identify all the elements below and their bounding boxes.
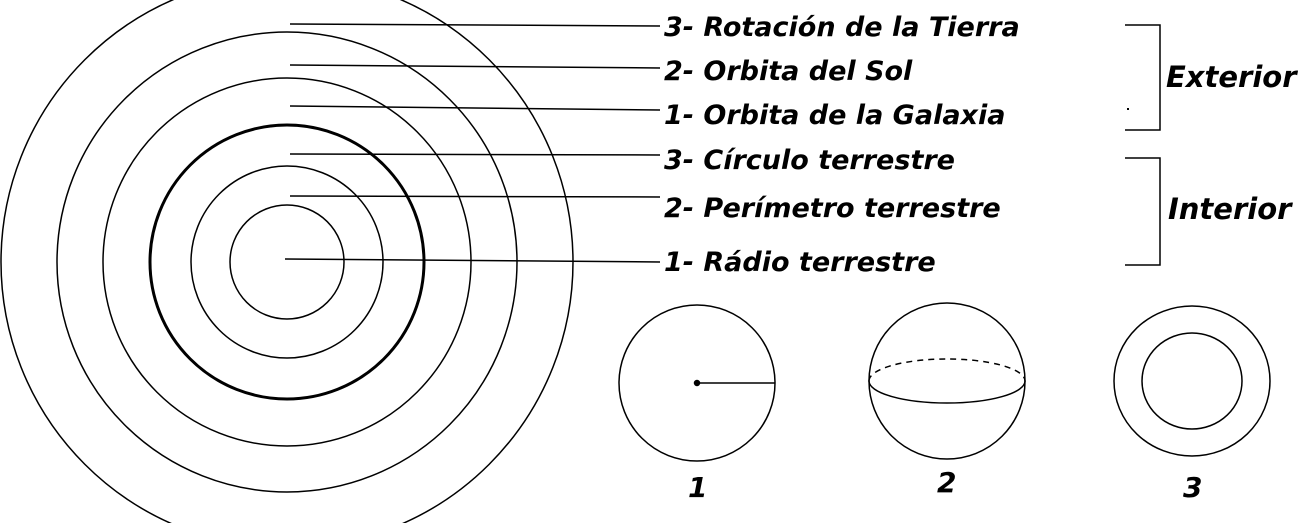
leader-line-circulo [289, 153, 661, 156]
figure-number-1: 1 [688, 471, 707, 504]
leader-line-orbita-sol [289, 64, 661, 69]
bracket-exterior [1125, 24, 1161, 131]
leader-line-radio [284, 258, 661, 263]
figure-number-2: 2 [937, 466, 956, 499]
ring-perimetro-terrestre [190, 165, 384, 359]
figure-3-inner [1141, 332, 1243, 430]
leader-line-rotacion [289, 23, 661, 27]
figure-radius [618, 304, 776, 462]
label-orbita-galaxia: 1- Orbita de la Galaxia [664, 100, 1005, 131]
figure-circle [1113, 305, 1271, 457]
figure-2-equator-front [868, 380, 1026, 404]
label-radio-terrestre: 1- Rádio terrestre [664, 247, 936, 278]
ring-radio-terrestre [229, 204, 345, 320]
figure-number-3: 3 [1183, 471, 1202, 504]
leader-line-orbita-galaxia [289, 105, 661, 111]
leader-lines [284, 23, 661, 263]
label-rotacion-tierra: 3- Rotación de la Tierra [664, 12, 1020, 43]
figure-3-outer [1113, 305, 1271, 457]
bracket-interior [1125, 157, 1161, 266]
figure-2-circle [868, 302, 1026, 460]
ring-orbita-galaxia [102, 77, 472, 447]
group-label-exterior: Exterior [1166, 60, 1298, 94]
label-orbita-sol: 2- Orbita del Sol [664, 56, 913, 87]
leader-line-perimetro [289, 195, 661, 198]
concentric-rings [0, 0, 574, 523]
stray-dot [1127, 108, 1129, 110]
figure-2-equator-back [868, 358, 1026, 382]
label-perimetro-terrestre: 2- Perímetro terrestre [664, 193, 1001, 224]
label-circulo-terrestre: 3- Círculo terrestre [664, 145, 955, 176]
figure-perimeter [868, 302, 1026, 460]
group-label-interior: Interior [1168, 192, 1293, 226]
brackets [1125, 24, 1161, 266]
ring-orbita-sol [56, 31, 518, 493]
ring-circulo-terrestre [148, 123, 426, 401]
figure-1-center-dot [693, 379, 701, 387]
